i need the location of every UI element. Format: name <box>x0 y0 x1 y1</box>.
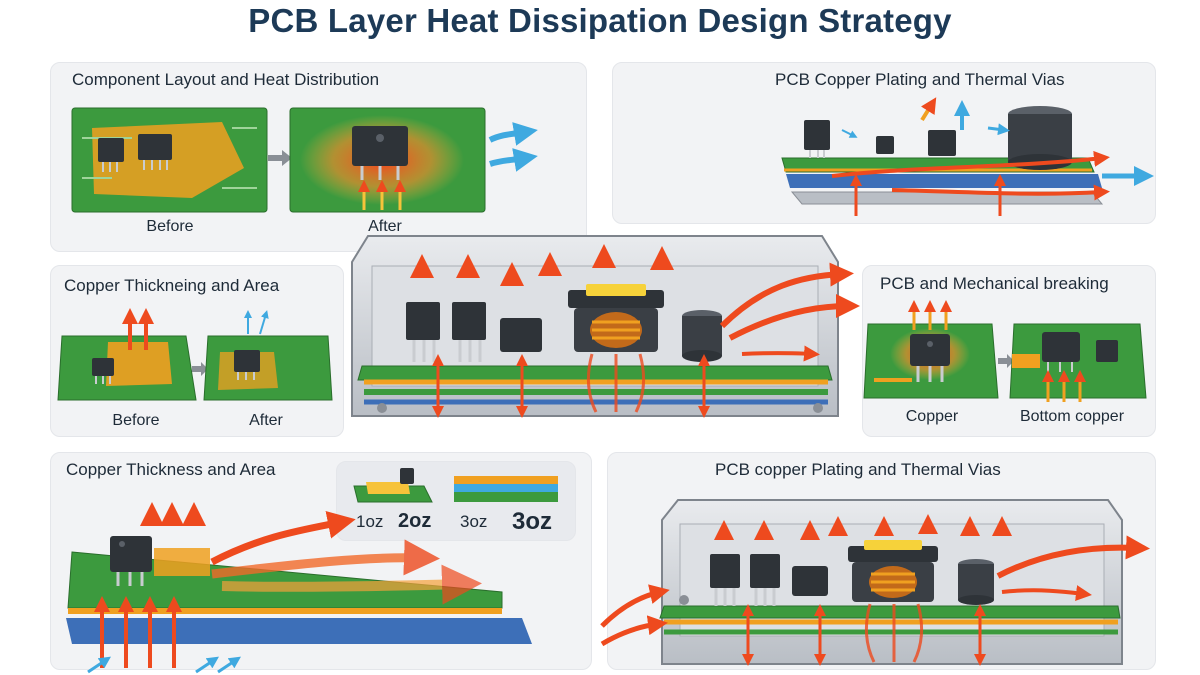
label-layout-before: Before <box>146 218 194 235</box>
panel-title-mechanical-breaking: PCB and Mechanical breaking <box>880 274 1109 293</box>
oz-label-2: 2oz <box>398 510 432 532</box>
oz-sample-thin <box>353 468 433 503</box>
panel-title-copper-thickness: Copper Thickness and Area <box>66 460 276 479</box>
mechanical-copper-board <box>863 300 999 399</box>
layout-transition-arrow <box>268 150 292 166</box>
oz-label-4: 3oz <box>512 508 553 535</box>
layout-cool-air-arrows <box>488 122 538 172</box>
oz-sample-thick <box>454 476 558 502</box>
label-copper: Copper <box>905 408 959 425</box>
panel-title-copper-thickening: Copper Thickneing and Area <box>64 276 280 295</box>
label-layout-after: After <box>368 218 402 235</box>
label-thickening-after: After <box>249 412 283 429</box>
plating-top-illustration <box>781 97 1154 216</box>
label-thickening-before: Before <box>112 412 160 429</box>
center-enclosure-illustration <box>351 235 860 418</box>
plating-bottom-enclosure-illustration <box>600 499 1150 666</box>
thickening-after-board <box>203 310 333 401</box>
panel-title-component-layout: Component Layout and Heat Distribution <box>72 70 380 89</box>
thickness-board-illustration <box>66 502 532 674</box>
layout-before-board <box>71 107 268 213</box>
page-title: PCB Layer Heat Dissipation Design Strate… <box>248 2 952 39</box>
thickening-before-board <box>57 308 197 401</box>
panel-title-copper-plating-top: PCB Copper Plating and Thermal Vias <box>775 70 1065 89</box>
mechanical-transition-arrow <box>998 354 1014 368</box>
thickening-transition-arrow <box>192 362 208 376</box>
layout-after-board <box>289 107 486 213</box>
oz-label-3: 3oz <box>460 512 488 531</box>
label-bottom-copper: Bottom copper <box>1019 408 1125 425</box>
panel-title-copper-plating-bottom: PCB copper Plating and Thermal Vias <box>715 460 1001 479</box>
mechanical-bottom-copper-board <box>1009 323 1147 402</box>
oz-label-1: 1oz <box>356 512 384 531</box>
